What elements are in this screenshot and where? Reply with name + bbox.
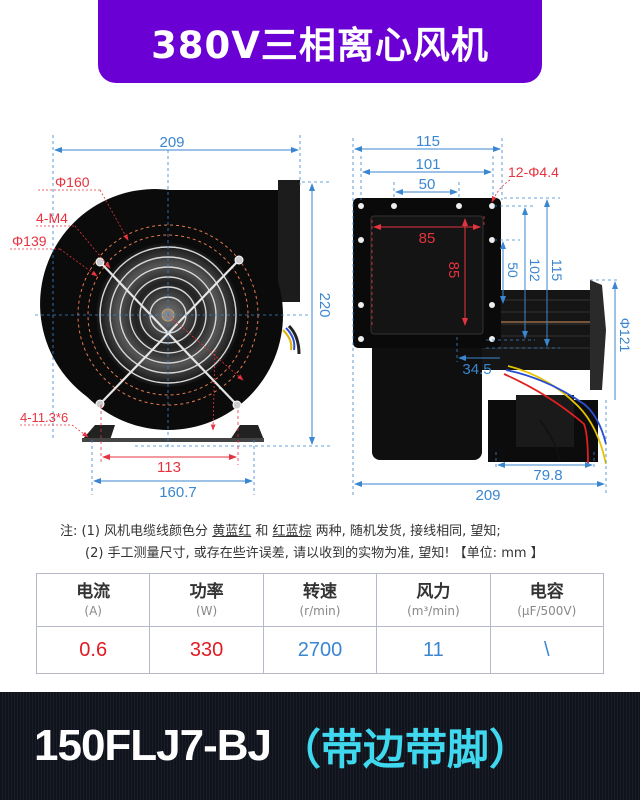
model-bar: 150FLJ7-BJ （带边带脚） [0,692,640,800]
col-airflow: 风力(m³/min) [376,573,491,627]
dim-inner-ring: Φ139 [12,233,47,249]
dim-flange-width: 115 [416,133,440,150]
dim-side-depth: 209 [475,487,500,504]
title-banner: 380V三相离心风机 [98,0,542,83]
value-capacitor: \ [489,626,605,674]
wire-color-set-1: 黄蓝红 [212,524,252,539]
spec-value-row: 0.6 330 2700 11 \ [35,626,605,674]
col-current: 电流(A) [35,573,151,627]
dim-front-width: 209 [159,134,184,151]
col-capacitor: 电容(μF/500V) [489,573,605,627]
notes: 注: (1) 风机电缆线颜色分 黄蓝红 和 红蓝棕 两种, 随机发货, 接线相同… [60,521,640,565]
spec-table: 电流(A) 功率(W) 转速(r/min) 风力(m³/min) 电容(μF/5… [35,573,605,674]
note-1: 注: (1) 风机电缆线颜色分 黄蓝红 和 红蓝棕 两种, 随机发货, 接线相同… [60,524,501,539]
value-speed: 2700 [262,626,378,674]
dim-outlet-width: 85 [419,230,436,247]
dim-front-height: 220 [316,292,333,317]
dim-flange-hole-spacing: 101 [415,156,440,173]
col-power: 功率(W) [149,573,264,627]
value-airflow: 11 [376,626,491,674]
note-2: (2) 手工测量尺寸, 或存在些许误差, 请以收到的实物为准, 望知! 【单位:… [85,546,544,561]
dim-flange-offset: 34.5 [462,361,491,378]
side-view: 115 101 50 12-Φ4.4 85 85 50 [352,133,633,504]
page-title: 380V三相离心风机 [151,23,489,67]
dim-outlet-height: 85 [445,262,462,279]
dim-foot-slots: 4-11.3*6 [20,410,68,425]
dim-flange-height: 115 [549,259,565,282]
front-view: 209 220 Φ160 4-M4 Φ139 4-11.3*6 [10,134,333,501]
col-speed: 转速(r/min) [262,573,378,627]
dim-foot-width: 160.7 [159,484,197,501]
wire-color-set-2: 红蓝棕 [272,524,312,539]
model-variant: （带边带脚） [279,724,532,774]
dim-flange-vertical-102: 102 [527,258,543,282]
value-power: 330 [149,626,264,674]
dim-screws: 4-M4 [36,210,68,226]
dim-foot-length: 79.8 [533,467,562,484]
dimension-drawing: 209 220 Φ160 4-M4 Φ139 4-11.3*6 [0,120,640,510]
dim-outer-ring: Φ160 [55,174,90,190]
dim-flange-center-holes: 50 [419,176,436,193]
dim-foot-spacing: 113 [157,459,181,476]
dim-motor-diameter: Φ121 [617,318,633,353]
model-code: 150FLJ7-BJ [34,721,272,770]
spec-header-row: 电流(A) 功率(W) 转速(r/min) 风力(m³/min) 电容(μF/5… [35,573,605,627]
dim-flange-vertical-50: 50 [505,262,521,278]
dim-flange-holes: 12-Φ4.4 [508,164,559,180]
value-current: 0.6 [35,626,151,674]
